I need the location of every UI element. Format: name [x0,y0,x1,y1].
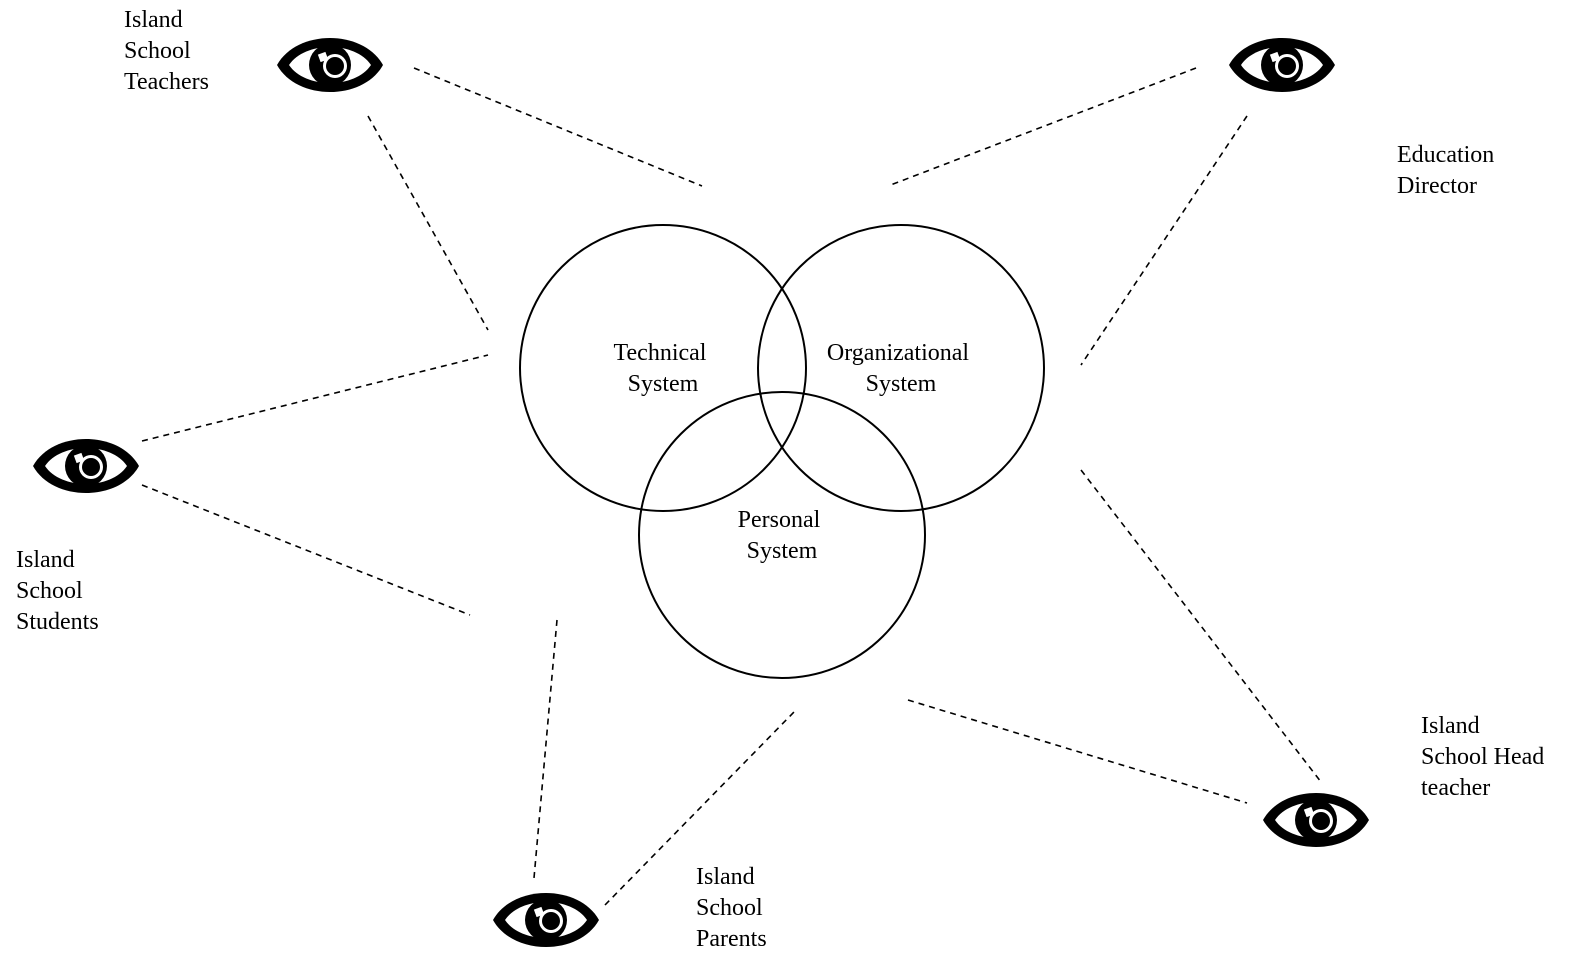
eye-icon [1263,793,1369,847]
connector-parents-to-students [533,619,558,879]
venn-circles [519,224,1045,679]
personal-system-label: Personal System [738,507,827,564]
connector-head-to-center [907,699,1248,804]
connector-lines [141,67,1322,906]
eye-icon [1229,38,1335,92]
technical-system-circle [519,224,807,512]
island-school-students-label: Island School Students [16,547,99,635]
connector-students-upper [141,354,489,442]
connector-students-lower [141,484,471,616]
connector-teachers-to-center [413,67,703,187]
eye-icon [277,38,383,92]
personal-system-circle [638,391,926,679]
island-school-teachers-label: Island School Teachers [124,7,209,95]
connector-parents-to-center [604,711,795,906]
organizational-system-circle [757,224,1045,512]
connector-director-to-head [1080,115,1248,366]
connector-teachers-to-students [367,115,489,331]
connector-head-to-director [1080,469,1322,783]
connector-director-to-center [887,67,1197,187]
eye-icon [493,893,599,947]
eye-icon [33,439,139,493]
organizational-system-label: Organizational System [827,340,975,397]
island-school-parents-label: Island School Parents [696,864,767,952]
island-school-head-teacher-label: Island School Head teacher [1421,713,1545,801]
education-director-label: Education Director [1397,142,1495,199]
technical-system-label: Technical System [614,340,713,397]
